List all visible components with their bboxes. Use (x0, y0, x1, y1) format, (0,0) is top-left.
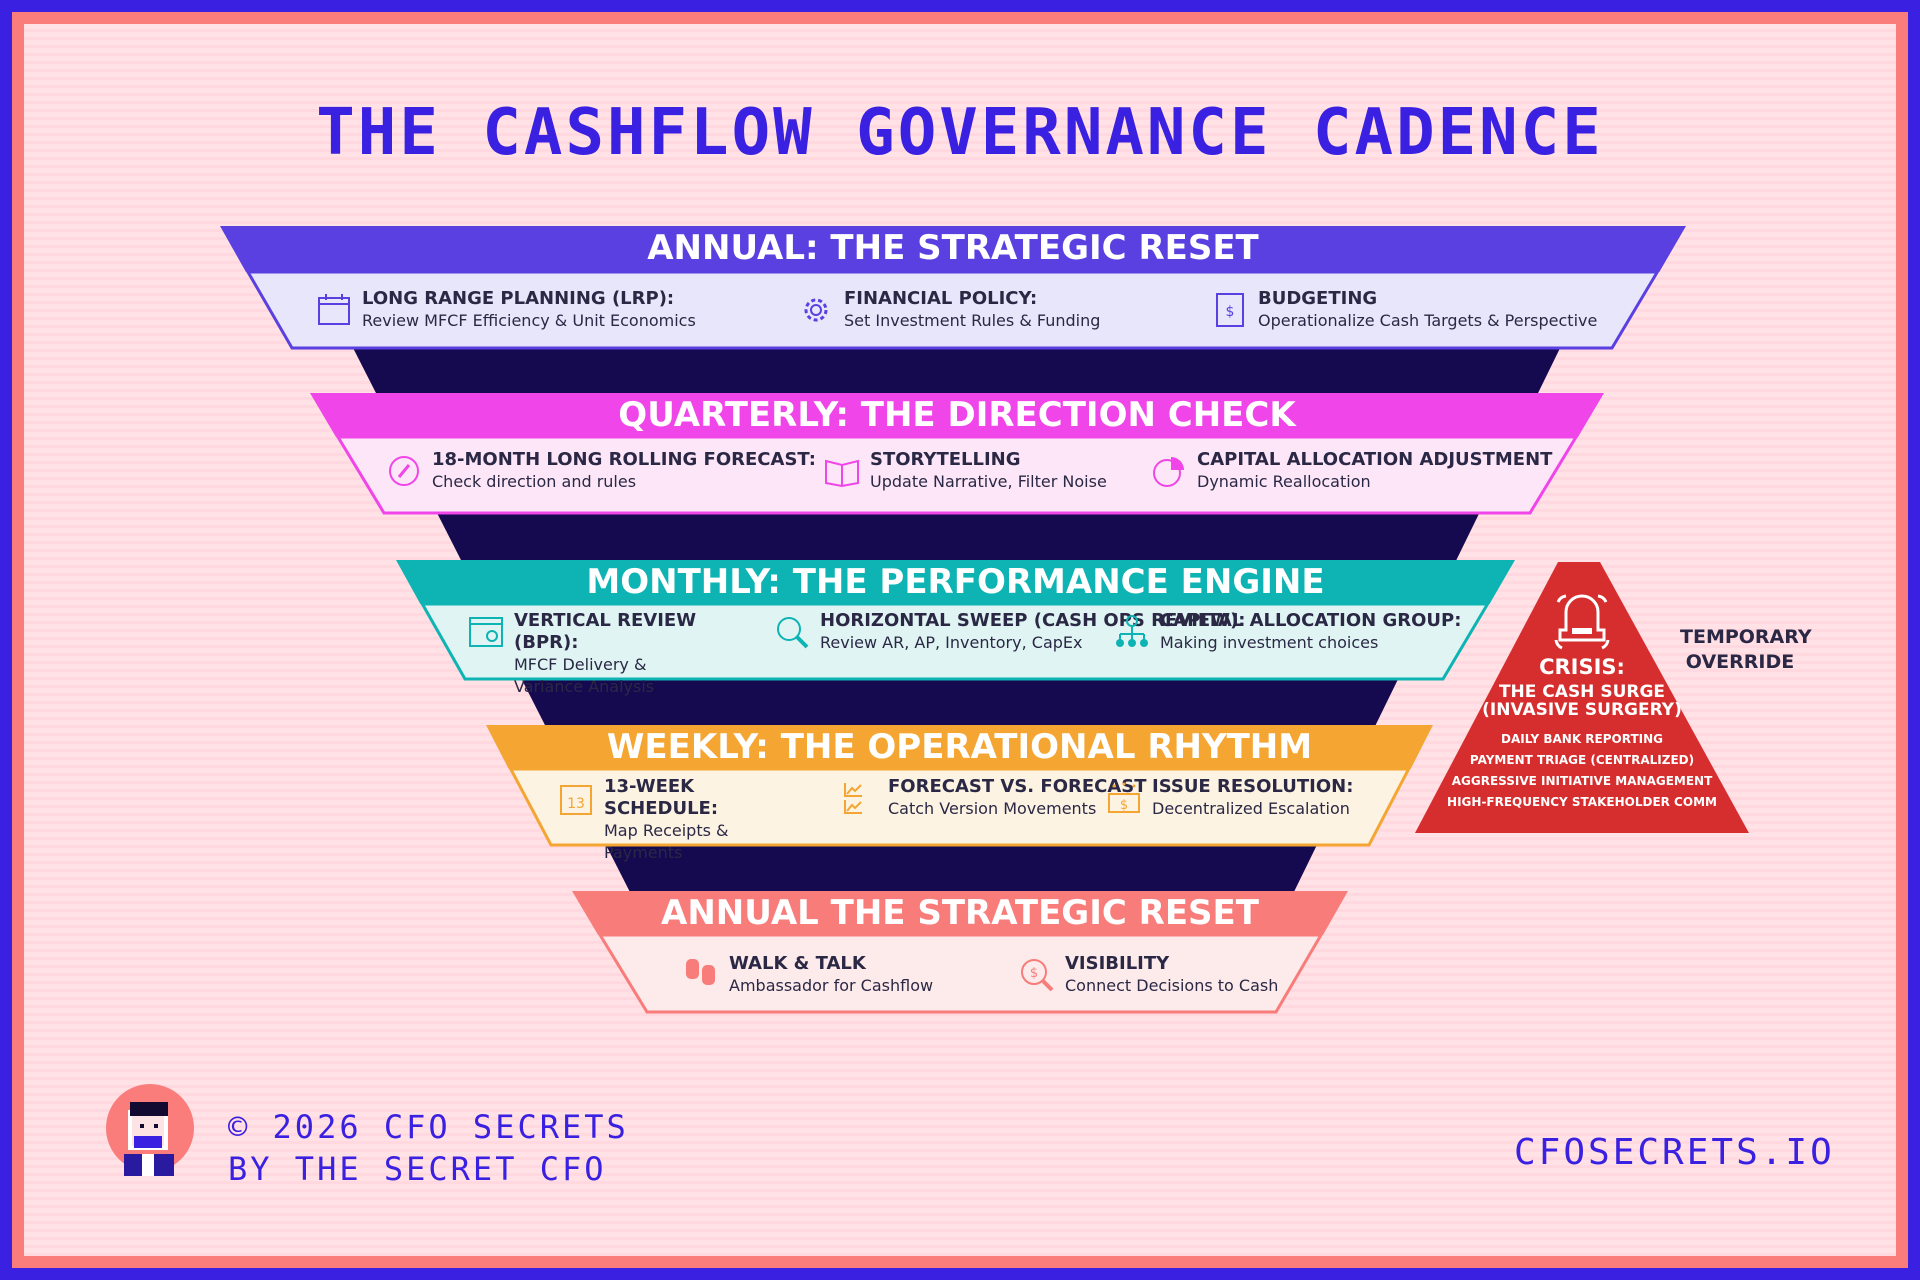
tier-item: FINANCIAL POLICY: Set Investment Rules & … (798, 288, 1204, 332)
svg-text:13: 13 (567, 796, 585, 812)
byline-text: BY THE SECRET CFO (228, 1150, 607, 1188)
tier-item: $ BUDGETING Operationalize Cash Targets & … (1212, 288, 1597, 332)
gear-icon (804, 298, 828, 322)
svg-text:$: $ (1120, 798, 1128, 813)
secret-cfo-avatar (106, 1084, 194, 1176)
item-title: FORECAST VS. FORECAST (888, 776, 1147, 797)
item-description: Map Receipts & Payments (604, 821, 729, 862)
website-link[interactable]: CFOSECRETS.IO (1514, 1132, 1835, 1173)
compass-icon (389, 456, 419, 486)
item-description: Ambassador for Cashflow (729, 976, 934, 995)
tier-annual-header-band (220, 226, 1686, 272)
item-title: 13-WEEK SCHEDULE: (604, 776, 719, 819)
crisis-action: HIGH-FREQUENCY STAKEHOLDER COMM (1447, 795, 1717, 809)
item-description: Decentralized Escalation (1152, 799, 1350, 818)
tier-item: CAPITAL ALLOCATION ADJUSTMENT Dynamic Rea… (1151, 449, 1552, 493)
dollar-search-icon: $ (1021, 959, 1054, 992)
tier-quarterly-body (335, 435, 1579, 515)
item-title: HORIZONTAL SWEEP (CASH OPS REVIEW): (820, 610, 1246, 631)
tier-quarterly-title: QUARTERLY: THE DIRECTION CHECK (618, 395, 1296, 435)
item-description: Update Narrative, Filter Noise (870, 472, 1107, 491)
alarm-bell-icon (1554, 594, 1610, 650)
line-chart-icon (844, 783, 862, 814)
footprints-icon (686, 959, 715, 985)
tier-daily-reset-title: ANNUAL THE STRATEGIC RESET (661, 893, 1259, 933)
item-description: Connect Decisions to Cash (1065, 976, 1279, 995)
tier-weekly-body (508, 767, 1412, 847)
page-title: THE CASHFLOW GOVERNANCE CADENCE (316, 96, 1604, 170)
crisis-title: CRISIS: (1539, 655, 1625, 679)
budget-document-icon: $ (1216, 293, 1244, 327)
item-description: Dynamic Reallocation (1197, 472, 1371, 491)
tier-weekly-title: WEEKLY: THE OPERATIONAL RHYTHM (606, 727, 1313, 767)
crisis-subtitle: THE CASH SURGE (1498, 682, 1666, 702)
item-title: 18-MONTH LONG ROLLING FORECAST: (432, 449, 816, 470)
crisis-triangle (1415, 562, 1749, 833)
org-chart-icon (1116, 615, 1148, 647)
tier-item: 18-MONTH LONG ROLLING FORECAST: Check dir… (386, 449, 816, 493)
item-title: WALK & TALK (729, 953, 866, 974)
tier-item: LONG RANGE PLANNING (LRP): Review MFCF Ef… (316, 288, 696, 332)
handshake-icon: $ (1108, 782, 1140, 813)
tier-weekly-header-band (486, 725, 1433, 769)
item-title: CAPITAL ALLOCATION ADJUSTMENT (1197, 449, 1553, 470)
crisis-action: AGGRESSIVE INITIATIVE MANAGEMENT (1451, 774, 1713, 788)
tier-item: $ VISIBILITY Connect Decisions to Cash (1019, 953, 1278, 997)
item-description: Review AR, AP, Inventory, CapEx (820, 633, 1083, 652)
tier-quarterly-header-band (310, 393, 1604, 437)
item-title: LONG RANGE PLANNING (LRP): (362, 288, 675, 309)
tier-item: CAPITAL ALLOCATION GROUP: Making investme… (1114, 610, 1461, 654)
tier-monthly-title: MONTHLY: THE PERFORMANCE ENGINE (586, 562, 1325, 602)
item-description: Operationalize Cash Targets & Perspectiv… (1258, 311, 1598, 330)
tier-item: STORYTELLING Update Narrative, Filter Noi… (824, 449, 1107, 493)
tier-annual-body (245, 270, 1660, 350)
crisis-subtitle: (INVASIVE SURGERY) (1482, 700, 1682, 720)
tier-item: WALK & TALK Ambassador for Cashflow (683, 953, 933, 997)
item-title: STORYTELLING (870, 449, 1021, 470)
tier-monthly-header-band (396, 560, 1515, 604)
svg-text:$: $ (1030, 966, 1038, 981)
tier-monthly-body (419, 602, 1491, 681)
tier-item: FORECAST VS. FORECAST Catch Version Movem… (842, 776, 1147, 820)
tier-daily-reset-header-band (572, 891, 1348, 935)
crisis-action: DAILY BANK REPORTING (1501, 732, 1663, 746)
tier-daily-reset-body (597, 933, 1324, 1014)
item-description: Set Investment Rules & Funding (844, 311, 1101, 330)
calendar-13-icon: 13 (560, 785, 592, 815)
item-description: Catch Version Movements (888, 799, 1097, 818)
temporary-override-label: TEMPORARY OVERRIDE (1680, 626, 1812, 673)
item-description: MFCF Delivery & Variance Analysis (514, 655, 655, 696)
copyright-text: © 2026 CFO SECRETS (228, 1108, 629, 1146)
tier-item: 13 13-WEEK SCHEDULE:Map Receipts & Paymen… (558, 776, 754, 864)
report-window-icon (469, 617, 503, 647)
tier-item: $ ISSUE RESOLUTION: Decentralized Escalati… (1106, 776, 1353, 820)
item-description: Making investment choices (1160, 633, 1379, 652)
tier-item: VERTICAL REVIEW (BPR):MFCF Delivery & Va… (468, 610, 714, 698)
tier-item: HORIZONTAL SWEEP (CASH OPS REVIEW): Revie… (774, 610, 1246, 654)
item-title: ISSUE RESOLUTION: (1152, 776, 1354, 797)
item-title: FINANCIAL POLICY: (844, 288, 1038, 309)
item-title: BUDGETING (1258, 288, 1378, 309)
item-title: CAPITAL ALLOCATION GROUP: (1160, 610, 1462, 631)
item-description: Check direction and rules (432, 472, 637, 491)
item-description: Review MFCF Efficiency & Unit Economics (362, 311, 696, 330)
pie-chart-icon (1153, 457, 1184, 487)
calendar-icon (318, 294, 350, 325)
crisis-action: PAYMENT TRIAGE (CENTRALIZED) (1469, 753, 1695, 767)
svg-text:$: $ (1226, 304, 1235, 320)
magnifier-icon (777, 617, 809, 649)
item-title: VERTICAL REVIEW (BPR): (514, 610, 697, 653)
tier-annual-title: ANNUAL: THE STRATEGIC RESET (647, 228, 1259, 268)
open-book-icon (825, 459, 859, 488)
item-title: VISIBILITY (1065, 953, 1170, 974)
